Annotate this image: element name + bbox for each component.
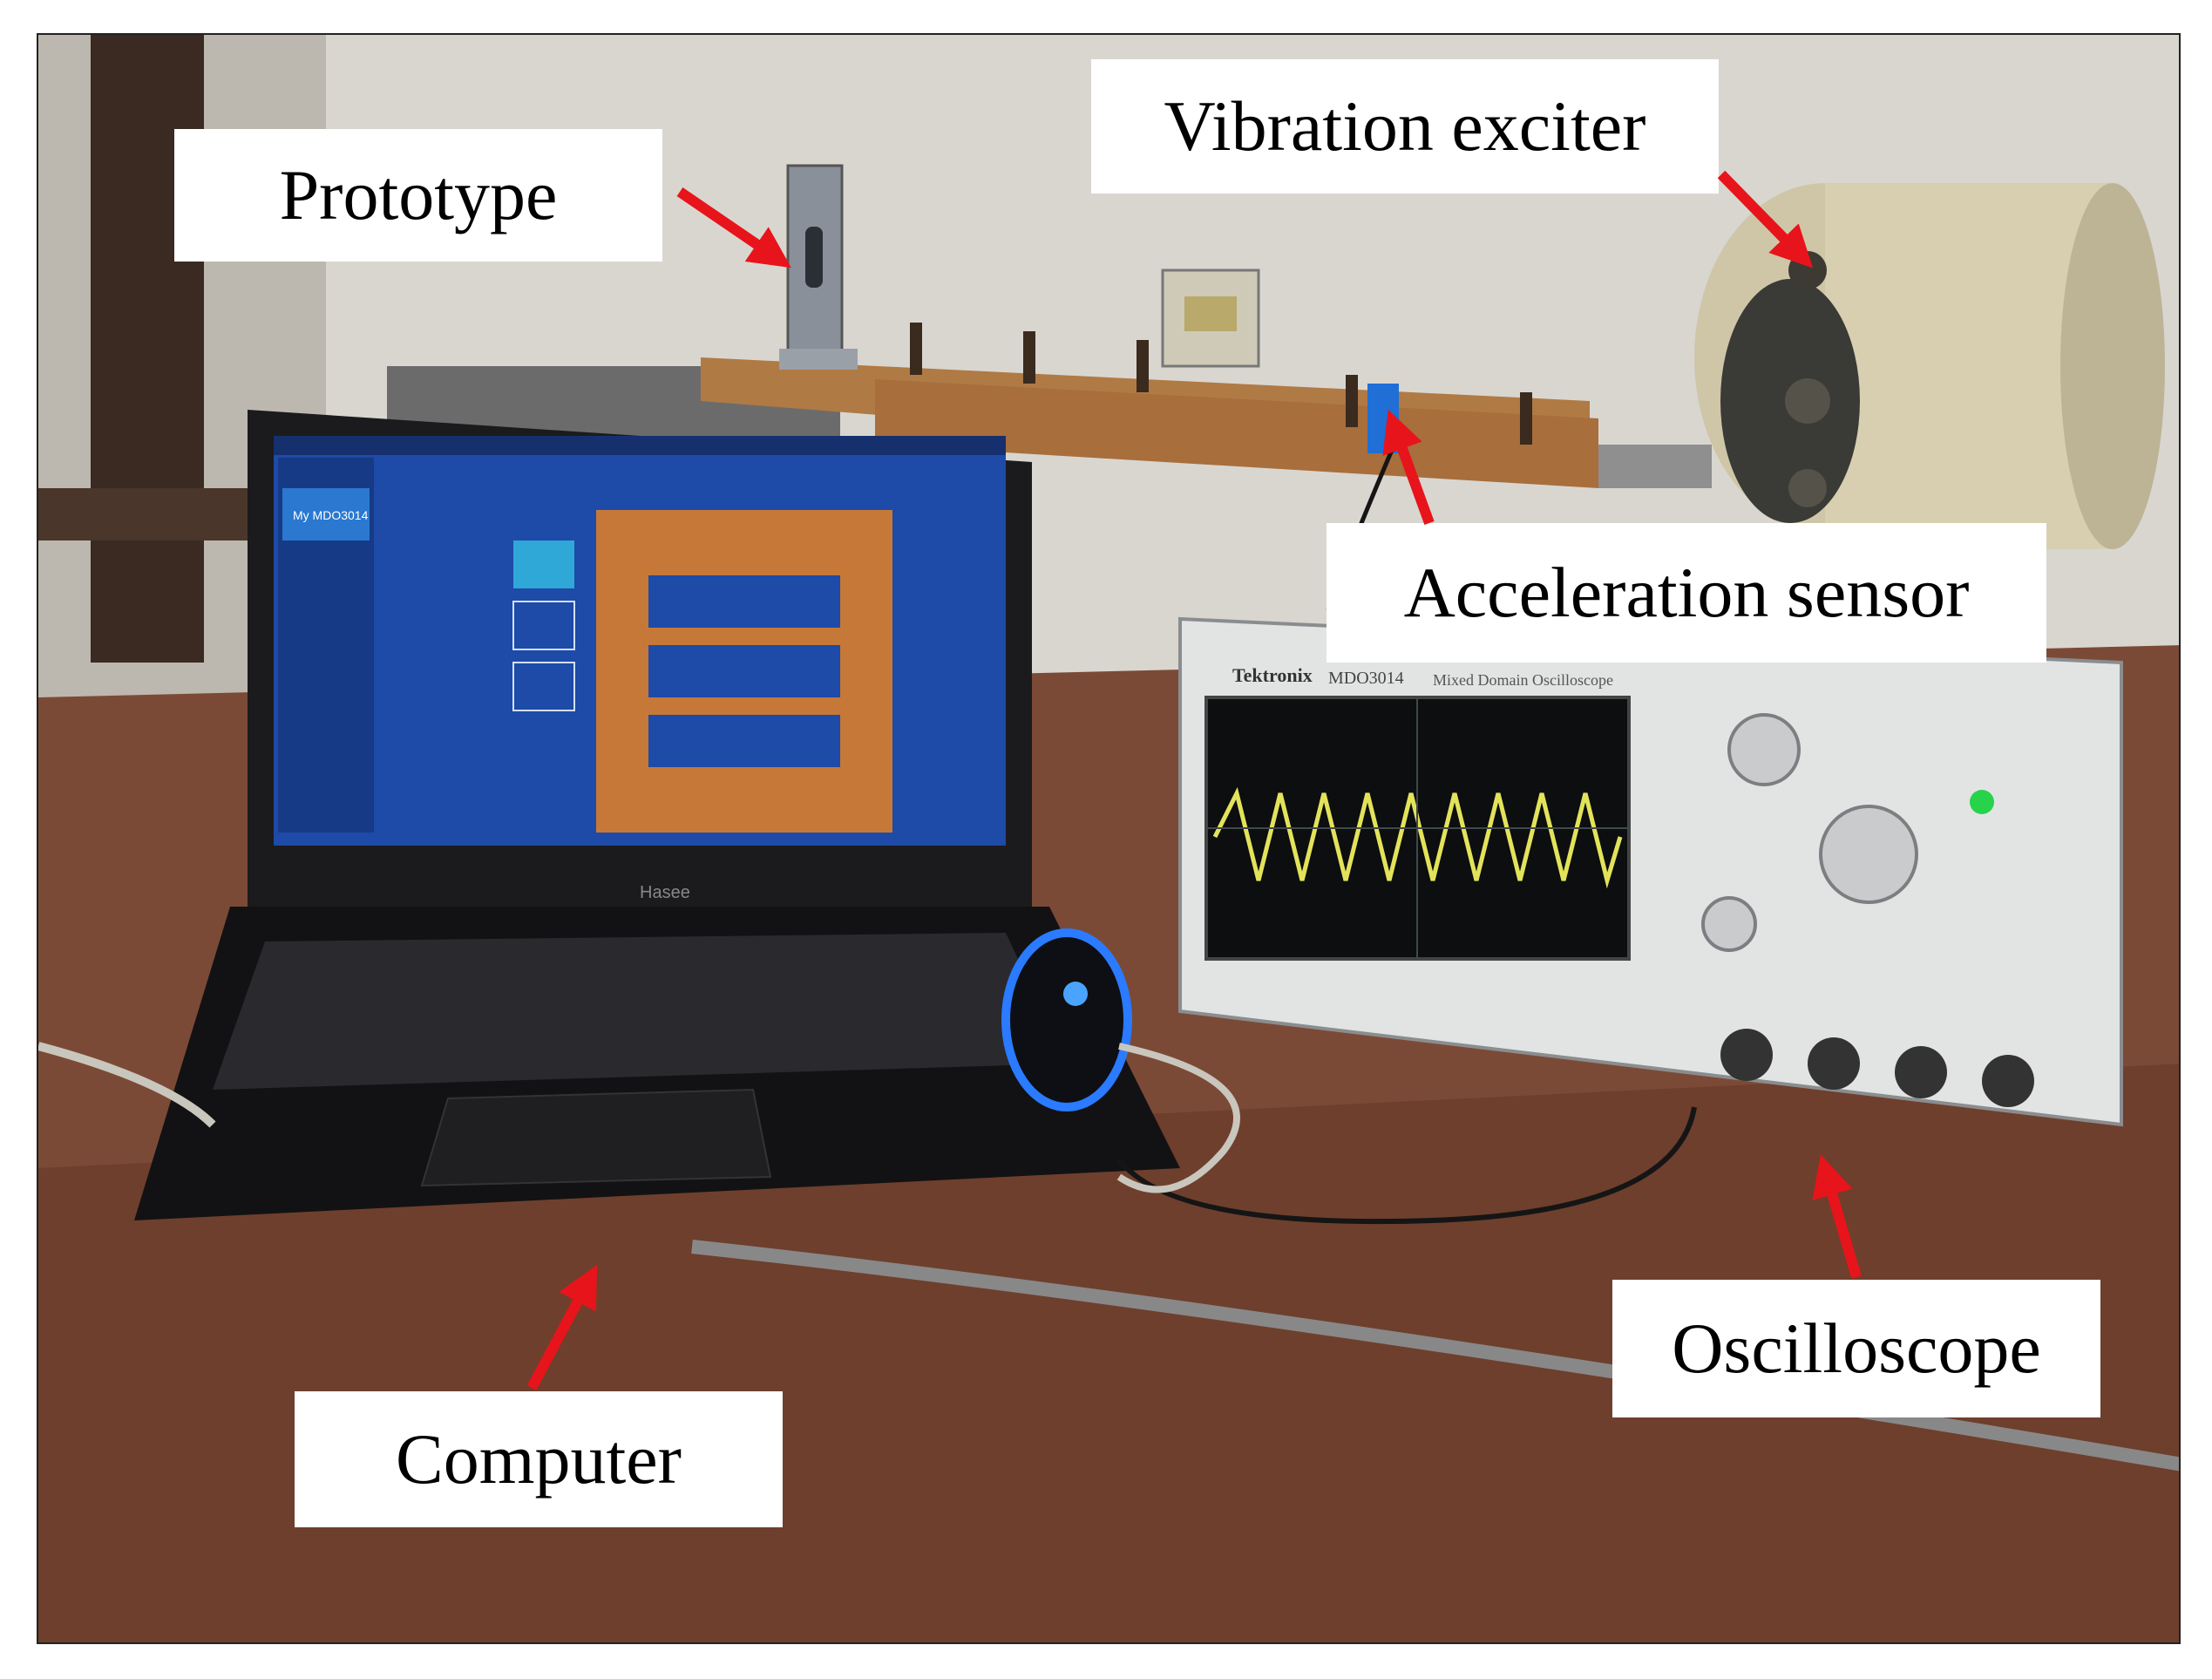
waveform-trace	[1212, 786, 1623, 889]
laptop-brand: Hasee	[640, 883, 690, 902]
cable	[691, 1240, 2179, 1472]
scope-brand: Tektronix	[1232, 664, 1313, 686]
scope-model: MDO3014	[1328, 669, 1404, 688]
mouse	[1001, 928, 1132, 1111]
laptop-touchpad	[420, 1088, 772, 1187]
scope-model-desc: Mixed Domain Oscilloscope	[1433, 671, 1613, 689]
label-computer: Computer	[295, 1391, 783, 1527]
label-oscilloscope: Oscilloscope	[1612, 1280, 2100, 1417]
laptop-screen-device: My MDO3014	[293, 508, 369, 522]
label-vibration-exciter: Vibration exciter	[1091, 59, 1719, 194]
label-acceleration-sensor: Acceleration sensor	[1327, 523, 2046, 663]
laptop-keyboard	[213, 933, 1067, 1090]
label-prototype: Prototype	[174, 129, 662, 262]
